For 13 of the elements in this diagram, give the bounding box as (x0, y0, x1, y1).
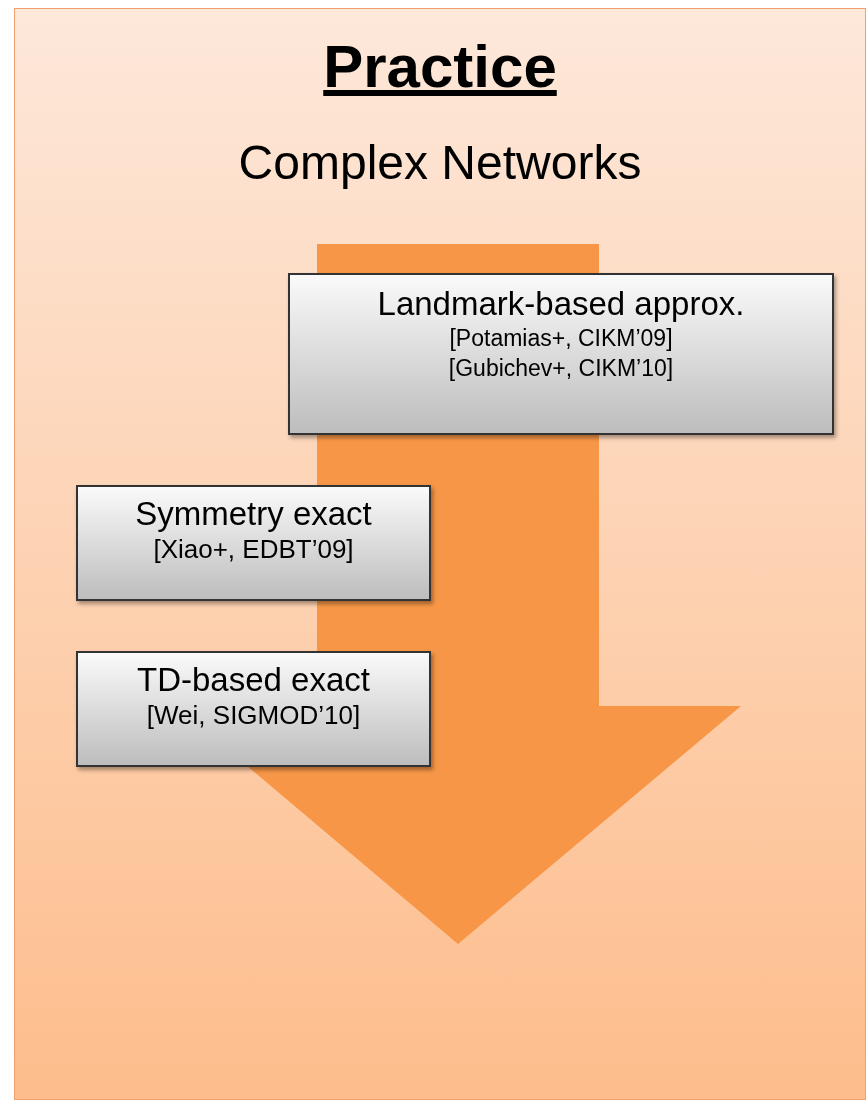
title: Practice (323, 34, 557, 100)
method-box (288, 273, 834, 435)
method-name: TD-based exact (136, 661, 371, 699)
method-name: Landmark-based approx. (376, 285, 746, 323)
citation: [Wei, SIGMOD’10] (145, 699, 362, 731)
method-box (76, 651, 431, 767)
panel-background (14, 8, 866, 1100)
method-box (76, 485, 431, 601)
citation: [Gubichev+, CIKM’10] (447, 354, 675, 383)
subtitle: Complex Networks (238, 137, 642, 190)
citation: [Xiao+, EDBT’09] (152, 533, 355, 565)
citation: [Potamias+, CIKM’09] (448, 324, 674, 353)
method-name: Symmetry exact (134, 495, 373, 533)
